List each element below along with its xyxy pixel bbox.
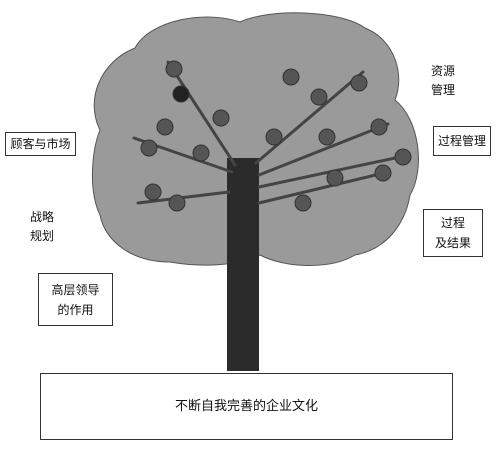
base-corporate-culture-text: 不断自我完善的企业文化 xyxy=(174,398,318,414)
label-resource-line2: 管理 xyxy=(430,83,455,97)
label-customer-market: 顾客与市场 xyxy=(5,132,76,156)
fruit xyxy=(282,68,300,86)
fruit xyxy=(192,144,210,162)
fruit xyxy=(350,74,368,92)
label-leadership: 高层领导 的作用 xyxy=(38,273,113,326)
fruit xyxy=(310,88,328,106)
label-customer-market-text: 顾客与市场 xyxy=(10,137,71,151)
tree-fruits xyxy=(140,60,412,212)
fruit xyxy=(326,169,344,187)
fruit xyxy=(294,194,312,212)
label-resource-management: 资源 管理 xyxy=(418,62,468,100)
label-process-results: 过程 及结果 xyxy=(423,209,483,257)
fruit xyxy=(165,60,183,78)
label-leadership-line1: 高层领导 xyxy=(51,282,100,297)
fruit xyxy=(394,148,412,166)
label-strategy: 战略 规划 xyxy=(20,208,64,246)
fruit xyxy=(172,85,190,103)
fruit xyxy=(374,164,392,182)
label-strategy-line2: 规划 xyxy=(29,229,54,243)
label-leadership-line2: 的作用 xyxy=(57,302,94,317)
tree-trunk xyxy=(227,158,259,371)
fruit xyxy=(168,194,186,212)
fruit xyxy=(370,118,388,136)
label-process-results-line2: 及结果 xyxy=(434,236,471,250)
label-process-management-text: 过程管理 xyxy=(437,134,486,148)
fruit xyxy=(144,183,162,201)
fruit xyxy=(212,109,230,127)
fruit xyxy=(140,139,158,157)
label-process-results-line1: 过程 xyxy=(440,216,465,230)
tree-branches xyxy=(132,60,397,205)
base-corporate-culture: 不断自我完善的企业文化 xyxy=(40,373,453,440)
label-process-management: 过程管理 xyxy=(433,126,491,156)
fruit xyxy=(156,118,174,136)
fruit xyxy=(318,128,336,146)
label-strategy-line1: 战略 xyxy=(29,210,54,224)
fruit xyxy=(265,128,283,146)
label-resource-line1: 资源 xyxy=(430,64,455,78)
